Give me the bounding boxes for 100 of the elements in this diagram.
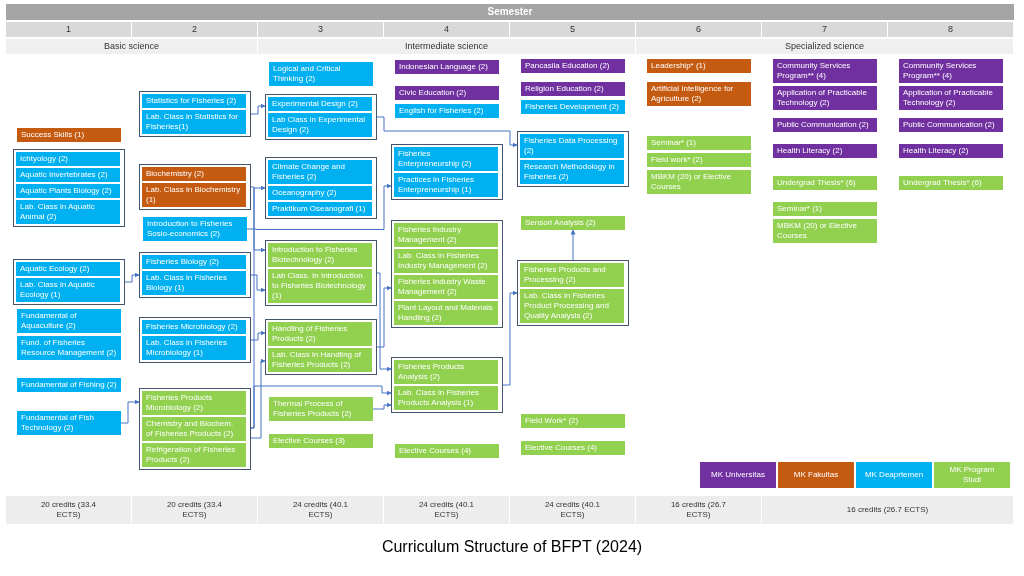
credit-total: 16 credits (26.7 ECTS): [636, 496, 761, 524]
credit-total: 24 credits (40.1 ECTS): [258, 496, 383, 524]
course-box: Lab. Class in Fisheries Products Analysis (1): [394, 386, 498, 410]
course-box: Fisheries Products Microbiology (2): [142, 391, 246, 415]
course-box: Fisheries Biology (2): [142, 255, 246, 269]
group-frame: [265, 94, 377, 140]
course-box: Fisheries Microbiology (2): [142, 320, 246, 334]
semester-number: 7: [762, 22, 887, 37]
credit-total: 20 credits (33.4 ECTS): [132, 496, 257, 524]
course-box: Community Services Program** (4): [773, 59, 877, 83]
semester-number: 3: [258, 22, 383, 37]
course-box: Application of Practicable Technology (2): [899, 86, 1003, 110]
semester-number: 8: [888, 22, 1013, 37]
arrow: [372, 402, 392, 410]
semester-header: Semester: [6, 4, 1014, 20]
course-box: Fundamental of Fish Technology (2): [17, 411, 121, 435]
course-box: Fundamental of Fishing (2): [17, 378, 121, 392]
course-box: Fisheries Products and Processing (2): [520, 263, 624, 287]
arrow: [250, 330, 266, 341]
course-box: Success Skills (1): [17, 128, 121, 142]
course-box: Introduction to Fisheries Sosio-economics (2): [143, 217, 247, 241]
course-box: MBKM (20) or Elective Courses: [647, 170, 751, 194]
arrow: [124, 272, 140, 283]
course-box: Fundamental of Aquaculture (2): [17, 309, 121, 333]
group-frame: [13, 149, 125, 227]
group-frame: [391, 144, 503, 200]
course-box: Public Communication (2): [773, 118, 877, 132]
group-frame: [265, 157, 377, 219]
course-box: Lab. Class in Fisheries Biology (1): [142, 271, 246, 295]
phase-header: Intermediate science: [258, 39, 635, 54]
course-box: Practices in Fisheries Enterpreneurship (1): [394, 173, 498, 197]
course-box: Lab. Class in Biochemistry (1): [142, 183, 246, 207]
course-box: Application of Practicable Technology (2): [773, 86, 877, 110]
course-box: MBKM (20) or Elective Courses: [773, 219, 877, 243]
group-frame: [391, 220, 503, 328]
arrow: [246, 183, 392, 230]
course-box: Health Literacy (2): [899, 144, 1003, 158]
phase-header: Specialized science: [636, 39, 1013, 54]
course-box: Fisheries Development (2): [521, 100, 625, 114]
course-box: Community Services Program** (4): [899, 59, 1003, 83]
arrow: [250, 186, 266, 253]
legend-item: MK Universitas: [700, 462, 776, 488]
credit-total: 16 credits (26.7 ECTS): [762, 496, 1013, 524]
course-box: Thermal Process of Fisheries Products (2): [269, 397, 373, 421]
course-box: Fisheries Industry Management (2): [394, 223, 498, 247]
group-frame: [517, 260, 629, 326]
course-box: Lab. Class in Fisheries Microbiology (1): [142, 336, 246, 360]
course-box: Aquatic Plants Biology (2): [16, 184, 120, 198]
course-box: Fisheries Enterpreneurship (2): [394, 147, 498, 171]
legend-item: MK Fakultas: [778, 462, 854, 488]
group-frame: [139, 388, 251, 470]
course-box: Field Work* (2): [521, 414, 625, 428]
course-box: Public Communication (2): [899, 118, 1003, 132]
course-box: Aquatic Invertebrates (2): [16, 168, 120, 182]
group-frame: [139, 317, 251, 363]
group-frame: [265, 240, 377, 306]
arrow: [250, 274, 266, 293]
course-box: Fisheries Industry Waste Management (2): [394, 275, 498, 299]
course-box: Lab. Class in Aquatic Ecology (1): [16, 278, 120, 302]
phase-header: Basic science: [6, 39, 257, 54]
course-box: Undergrad Thesis* (6): [899, 176, 1003, 190]
arrow: [376, 116, 518, 148]
arrow: [570, 229, 576, 261]
arrow: [502, 290, 518, 386]
course-box: Praktikum Oseanografi (1): [268, 202, 372, 216]
course-box: Lab. Class in Statistics for Fisheries(1): [142, 110, 246, 134]
legend-item: MK Deaprtemen: [856, 462, 932, 488]
semester-number: 2: [132, 22, 257, 37]
semester-number: 6: [636, 22, 761, 37]
course-box: Fisheries Data Processing (2): [520, 134, 624, 158]
course-box: Civic Education (2): [395, 86, 499, 100]
arrow: [376, 285, 392, 348]
course-box: Artificial Intelligence for Agriculture (2): [647, 82, 751, 106]
arrow: [250, 358, 266, 439]
course-box: Health Literacy (2): [773, 144, 877, 158]
course-box: Indonesian Language (2): [395, 60, 499, 74]
legend-item: MK Program Studi: [934, 462, 1010, 488]
credit-total: 20 credits (33.4 ECTS): [6, 496, 131, 524]
course-box: Chemistry and Biochem. of Fisheries Products (2): [142, 417, 246, 441]
course-box: Religion Education (2): [521, 82, 625, 96]
arrow: [250, 385, 392, 429]
course-box: Lab. Class in Fisheries Industry Management (2): [394, 249, 498, 273]
course-box: Field work* (2): [647, 153, 751, 167]
course-box: Elective Courses (4): [521, 441, 625, 455]
credit-total: 24 credits (40.1 ECTS): [510, 496, 635, 524]
course-box: Seminar* (1): [647, 136, 751, 150]
course-box: Ichtyology (2): [16, 152, 120, 166]
course-box: Fisheries Products Analysis (2): [394, 360, 498, 384]
semester-number: 4: [384, 22, 509, 37]
course-box: Undergrad Thesis* (6): [773, 176, 877, 190]
course-box: Aquatic Ecology (2): [16, 262, 120, 276]
course-box: Leadership* (1): [647, 59, 751, 73]
course-box: Experimental Design (2): [268, 97, 372, 111]
course-box: Elective Courses (3): [269, 434, 373, 448]
course-box: Oceanography (2): [268, 186, 372, 200]
course-box: Lab. Class in Handling of Fisheries Products (2): [268, 348, 372, 372]
course-box: English for Fisheries (2): [395, 104, 499, 118]
group-frame: [391, 357, 503, 413]
arrow: [376, 272, 392, 372]
course-box: Plant Layout and Materials Handling (2): [394, 301, 498, 325]
